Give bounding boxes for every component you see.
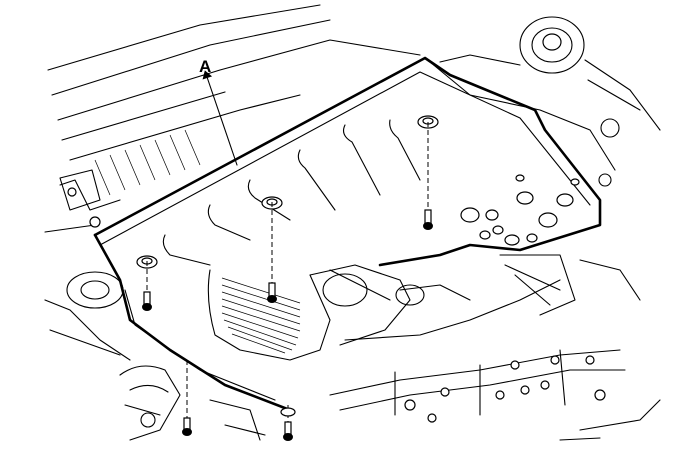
callout-label: A: [199, 57, 211, 76]
bolt-icon: [423, 209, 433, 230]
engine-components: [207, 254, 641, 361]
left-suspension: [44, 271, 266, 441]
bolt-icon: [267, 282, 277, 303]
bolt-icon: [182, 417, 192, 436]
bolt-icon: [280, 407, 296, 441]
subframe: [329, 349, 661, 441]
strut-mount: [429, 16, 661, 187]
under-cover-panel: [93, 56, 602, 412]
bolt-icon: [142, 291, 152, 311]
body-frame-lines: [44, 4, 421, 233]
bolts: [142, 122, 433, 441]
callout-a: A: [199, 57, 238, 166]
